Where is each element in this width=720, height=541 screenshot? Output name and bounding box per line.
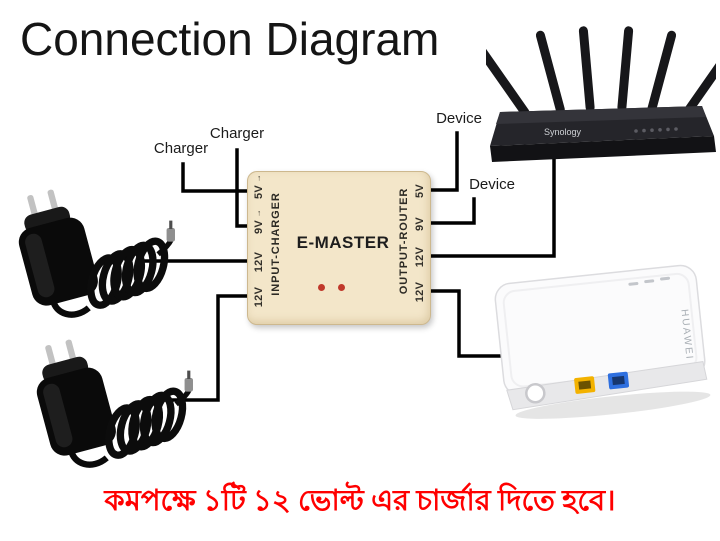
device-label-2: Device (469, 176, 515, 193)
wire-device-label-2 (428, 197, 476, 225)
emaster-box: ↑ 5V ↑ 9V 12V 12V INPUT-CHARGER E-MASTER… (247, 171, 431, 325)
wifi-router: Synology (486, 26, 716, 162)
charger-label-2: Charger (209, 125, 265, 142)
wire-modem (428, 289, 507, 358)
page-title: Connection Diagram (20, 13, 440, 65)
router-logo: Synology (544, 127, 582, 137)
modem-status-icons (628, 276, 671, 286)
wire-device-label-1 (428, 131, 459, 192)
output-port-9v: 9V (414, 216, 426, 232)
led-indicator-2 (338, 284, 345, 291)
modem-front-edge (506, 361, 708, 411)
output-side-label: OUTPUT-ROUTER (398, 187, 410, 295)
charger-label-1: Charger (153, 140, 209, 157)
wire-charger-label-1 (181, 162, 249, 193)
output-port-12v-a: 12V (414, 246, 426, 268)
router-led-row (634, 127, 678, 133)
input-side-label: INPUT-CHARGER (270, 192, 282, 296)
note-text: কমপক্ষে ১টি ১২ ভোল্ট এর চার্জার দিতে হবে… (104, 485, 616, 517)
output-port-12v-b: 12V (414, 281, 426, 303)
router-antennas (486, 26, 716, 117)
input-port-12v-b: 12V (253, 286, 265, 308)
wire-charger-label-2 (235, 148, 249, 228)
device-label-1: Device (436, 110, 482, 127)
port-arrow-icon: ↑ (257, 208, 261, 218)
modem-ont: HUAWEI (494, 264, 711, 419)
modem-logo: HUAWEI (678, 309, 694, 362)
input-port-12v-a: 12V (253, 251, 265, 273)
modem-button (525, 383, 546, 404)
input-port-9v: 9V (253, 219, 265, 235)
wire-adapter-2 (163, 294, 249, 402)
modem-wan-port (607, 371, 630, 390)
input-port-5v: 5V (253, 184, 265, 200)
output-port-5v: 5V (414, 183, 426, 199)
modem-lan-port (574, 376, 596, 394)
wire-router (428, 148, 556, 258)
port-arrow-icon: ↑ (257, 173, 261, 183)
power-adapter-1 (4, 188, 184, 330)
power-adapter-2 (22, 338, 202, 480)
router-body-sheen (496, 106, 706, 124)
emaster-name: E-MASTER (296, 233, 390, 252)
router-body-front (490, 136, 716, 162)
led-indicator-1 (318, 284, 325, 291)
modem-shadow (515, 391, 711, 419)
